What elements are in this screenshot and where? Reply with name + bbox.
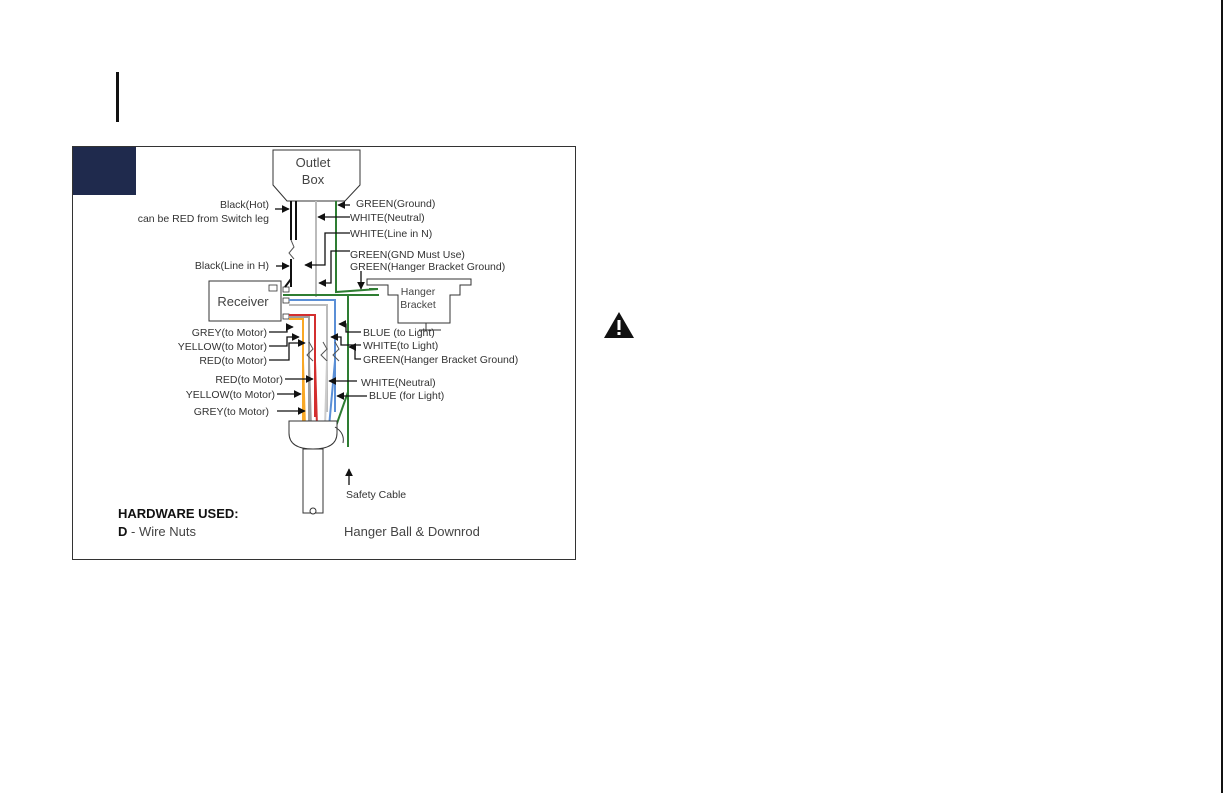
- label-white-light: WHITE(to Light): [363, 340, 438, 352]
- label-white-neutral-1: WHITE(Neutral): [350, 212, 425, 224]
- label-blue-light-1: BLUE (to Light): [363, 327, 435, 339]
- label-grey-motor-2: GREY(to Motor): [194, 406, 269, 418]
- page-header-bar: [116, 72, 119, 122]
- label-green-gnd-must: GREEN(GND Must Use): [350, 249, 465, 261]
- splice-top: [288, 239, 295, 260]
- label-black-hot: Black(Hot): [220, 199, 269, 211]
- wire-black-to-receiver: [284, 278, 292, 288]
- wiring-diagram-panel: Outlet Box Receiver Hanger Bracket: [72, 146, 576, 560]
- hanger-bracket-label-2: Bracket: [400, 299, 436, 311]
- hanger-bracket: [366, 278, 472, 324]
- label-green-hanger-1: GREEN(Hanger Bracket Ground): [350, 261, 505, 273]
- label-yellow-motor-1: YELLOW(to Motor): [178, 341, 267, 353]
- label-grey-motor-1: GREY(to Motor): [192, 327, 267, 339]
- wiring-diagram: Outlet Box Receiver Hanger Bracket: [118, 149, 518, 539]
- hardware-item-letter: D: [118, 524, 127, 539]
- step-badge: [73, 147, 136, 195]
- hardware-item: D - Wire Nuts: [118, 524, 197, 539]
- label-yellow-motor-2: YELLOW(to Motor): [186, 389, 275, 401]
- label-white-line-n: WHITE(Line in N): [350, 228, 432, 240]
- label-white-neutral-2: WHITE(Neutral): [361, 377, 436, 389]
- wire-grey-out: [289, 316, 310, 422]
- diagram-caption: Hanger Ball & Downrod: [344, 524, 480, 539]
- wire-blue-out: [289, 299, 336, 412]
- label-safety-cable: Safety Cable: [346, 489, 406, 501]
- label-red-switch: can be RED from Switch leg: [138, 213, 269, 225]
- label-red-motor-1: RED(to Motor): [199, 355, 267, 367]
- hardware-title: HARDWARE USED:: [118, 506, 239, 521]
- hanger-bracket-label-1: Hanger: [401, 286, 436, 298]
- label-green-hanger-2: GREEN(Hanger Bracket Ground): [363, 354, 518, 366]
- label-red-motor-2: RED(to Motor): [215, 374, 283, 386]
- downrod: [302, 448, 324, 514]
- label-blue-light-2: BLUE (for Light): [369, 390, 444, 402]
- hardware-item-text: - Wire Nuts: [127, 524, 196, 539]
- label-black-line-h: Black(Line in H): [195, 260, 269, 272]
- outlet-box: [272, 149, 361, 202]
- outlet-box-label-2: Box: [302, 172, 325, 187]
- wire-green-ground: [335, 201, 379, 294]
- receiver-label: Receiver: [217, 294, 269, 309]
- hanger-ball: [288, 420, 338, 450]
- page-edge-bar: [1221, 0, 1223, 793]
- label-green-ground: GREEN(Ground): [356, 198, 435, 210]
- warning-icon: [604, 312, 634, 338]
- safety-cable-loop: [334, 426, 344, 444]
- outlet-box-label-1: Outlet: [296, 155, 331, 170]
